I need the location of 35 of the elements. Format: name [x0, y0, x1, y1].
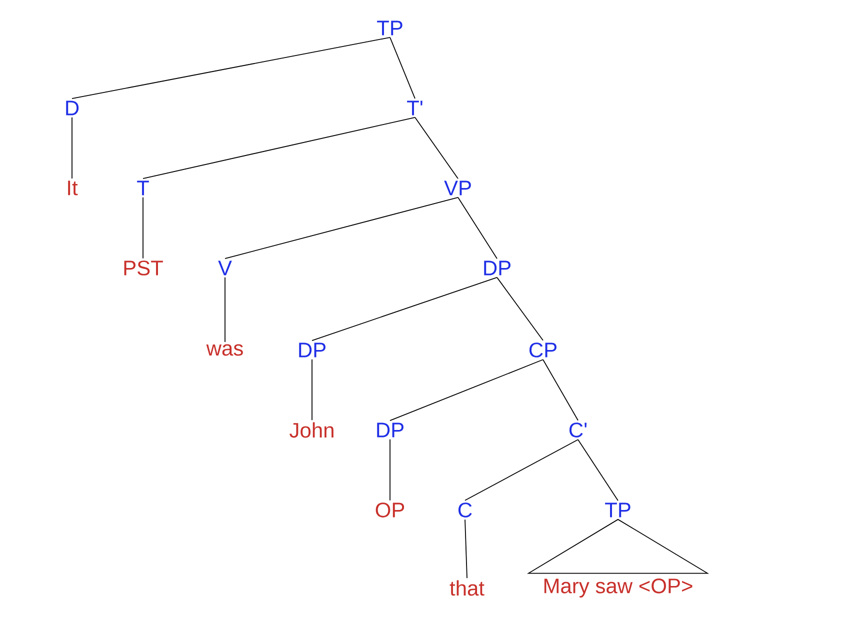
category-label: TP: [377, 20, 402, 36]
category-label: DP: [377, 422, 404, 438]
category-label: C: [458, 502, 472, 518]
branch-line: [414, 116, 458, 180]
branch-line: [496, 276, 544, 341]
branch-line: [224, 276, 226, 342]
word-label: It: [68, 180, 78, 196]
branch-line: [224, 196, 458, 260]
branch-line: [458, 196, 498, 260]
branch-line: [464, 519, 468, 579]
branch-line: [578, 439, 618, 502]
category-label: V: [218, 260, 232, 276]
branch-line: [542, 359, 578, 421]
word-label: Mary saw <OP>: [544, 578, 692, 598]
branch-line: [72, 36, 390, 100]
word-label: that: [450, 580, 484, 596]
word-label: John: [290, 422, 334, 438]
branch-line: [142, 196, 144, 259]
category-label: TP: [605, 502, 630, 518]
branch-line: [464, 439, 578, 501]
category-label: D: [66, 100, 79, 116]
branch-line: [142, 116, 416, 180]
branch-line: [390, 36, 416, 100]
category-label: DP: [299, 342, 326, 358]
word-label: PST: [124, 260, 163, 276]
category-label: CP: [530, 342, 556, 358]
branch-line: [312, 276, 498, 342]
branch-line: [390, 359, 544, 422]
category-label: DP: [484, 260, 510, 276]
word-label: OP: [376, 502, 404, 518]
category-label: VP: [444, 180, 471, 196]
category-label: T: [137, 180, 149, 196]
word-label: was: [206, 344, 243, 356]
category-label: T': [407, 100, 422, 116]
category-label: C': [569, 422, 587, 438]
